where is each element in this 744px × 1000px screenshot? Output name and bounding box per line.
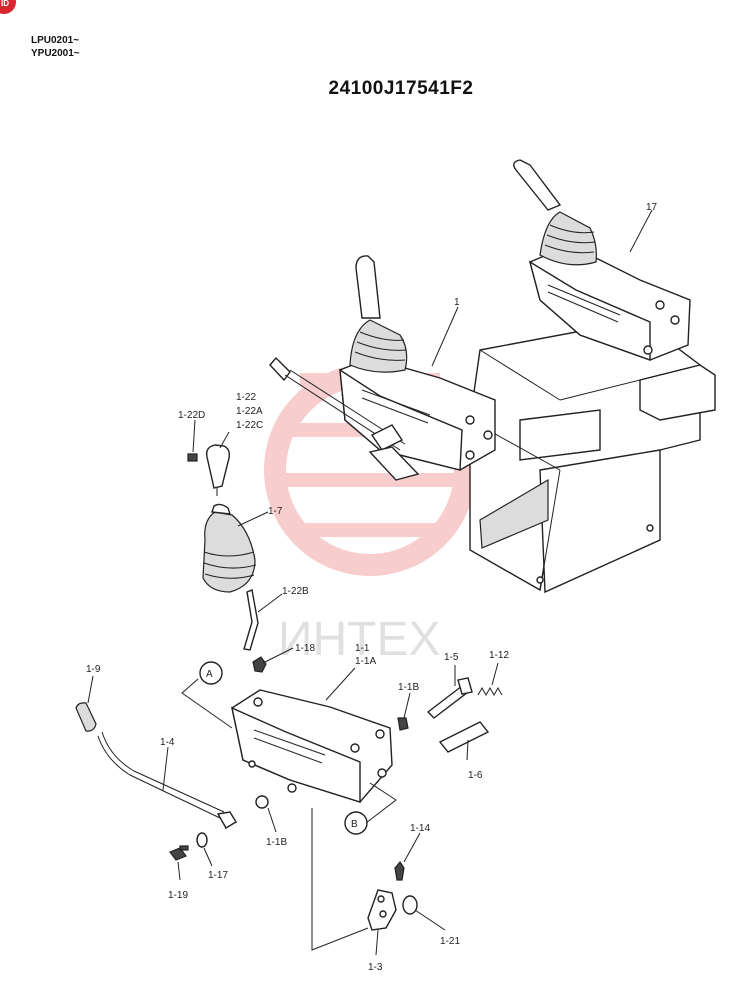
callout-labels: 17 1 1-22 1-22A 1-22C 1-22D 1-7 1-22B 1-…: [86, 202, 658, 973]
corner-badge: ID: [0, 0, 16, 14]
callout-1-4: 1-4: [160, 737, 175, 748]
callout-1-17: 1-17: [208, 870, 228, 881]
callout-1-7: 1-7: [268, 506, 283, 517]
callout-1: 1: [454, 297, 460, 308]
leader-lines: [87, 209, 653, 956]
small-parts: [75, 677, 503, 931]
frame-assembly: [469, 319, 716, 594]
callout-1-3: 1-3: [368, 962, 383, 973]
serial-range: LPU0201~ YPU2001~: [31, 34, 80, 60]
mark-b-label: B: [351, 819, 358, 830]
callout-1-12: 1-12: [489, 650, 509, 661]
exploded-lever-group: [187, 444, 267, 673]
callout-1-5: 1-5: [444, 652, 459, 663]
lever-rod: [269, 356, 420, 481]
mark-a-label: A: [206, 669, 213, 680]
callout-1-22: 1-22: [236, 392, 256, 403]
callout-1-19: 1-19: [168, 890, 188, 901]
serial-line-1: LPU0201~: [31, 35, 80, 46]
callout-1-1b-top: 1-1B: [398, 682, 419, 693]
callout-1-21: 1-21: [440, 936, 460, 947]
mark-a-circle: [199, 661, 223, 685]
corner-badge-text: ID: [1, 0, 9, 8]
serial-line-2: YPU2001~: [31, 48, 80, 59]
control-box-17: [513, 159, 691, 361]
callout-1-22b: 1-22B: [282, 586, 309, 597]
callout-17: 17: [646, 202, 658, 213]
callout-1-22a: 1-22A: [236, 406, 263, 417]
callout-1-1: 1-1: [355, 643, 370, 654]
callout-1-9: 1-9: [86, 664, 101, 675]
page-title: 24100J17541F2: [328, 78, 474, 99]
callout-1-6: 1-6: [468, 770, 483, 781]
mark-b-circle: [344, 811, 368, 835]
callout-1-18: 1-18: [295, 643, 315, 654]
callout-1-14: 1-14: [410, 823, 430, 834]
callout-1-1a: 1-1A: [355, 656, 376, 667]
callout-1-22d: 1-22D: [178, 410, 205, 421]
watermark-text: ИНТЕХ: [278, 613, 441, 666]
callout-1-1b-bottom: 1-1B: [266, 837, 287, 848]
control-box-1: [339, 255, 496, 471]
exploded-valve-body: [231, 689, 393, 803]
callout-1-22c: 1-22C: [236, 420, 263, 431]
